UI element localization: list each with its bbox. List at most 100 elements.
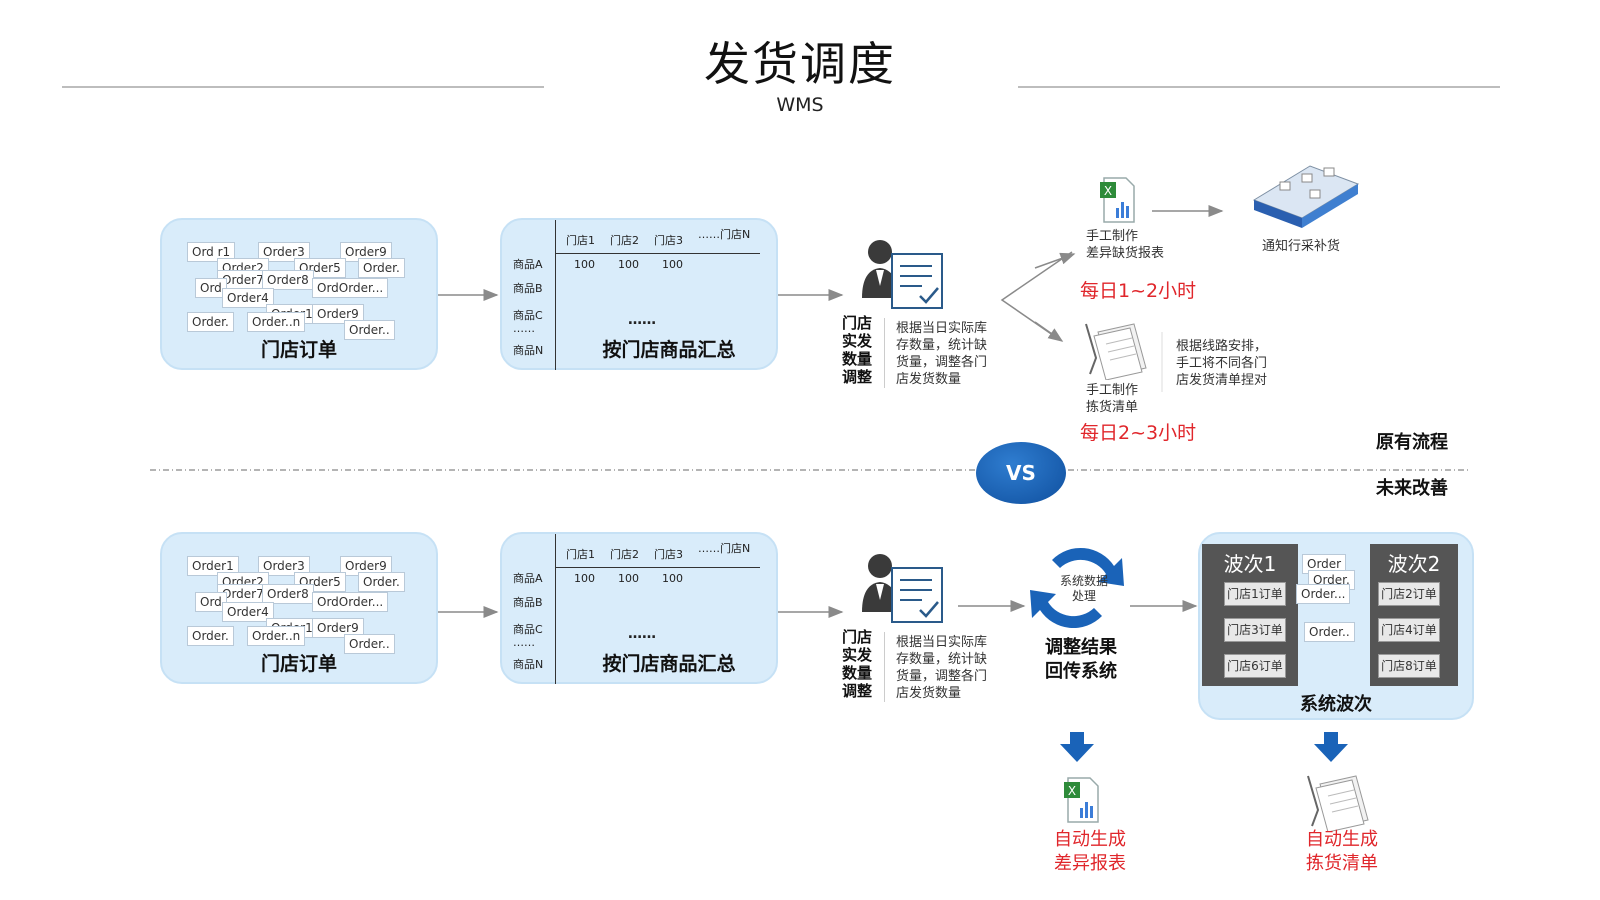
bottom-adjust-desc: 根据当日实际库存数量，统计缺 货量，调整各门店发货数量 (896, 635, 988, 701)
order-card: Order3 (258, 556, 310, 576)
wave-order-item: 门店1订单 (1224, 582, 1286, 606)
col-header: ……门店N (698, 542, 751, 555)
order-card: Order. (358, 258, 405, 278)
top-report-label: 手工制作差异缺货报表 (1086, 229, 1165, 261)
arrow-top-branch-down (1034, 321, 1064, 342)
order-card: Order. (187, 312, 234, 332)
row-header: 商品C (513, 623, 543, 636)
cell-value: 100 (618, 258, 639, 271)
top-report-time: 每日1~2小时 (1080, 280, 1197, 302)
order-card: Order.. (344, 634, 395, 654)
excel-report-icon: X (1098, 176, 1138, 224)
table-hline (555, 567, 760, 568)
auto-pick-label: 自动生成拣货清单 (1306, 829, 1378, 874)
row-header: 商品B (513, 282, 543, 295)
notify-label: 通知行采补货 (1262, 239, 1341, 254)
col-header: 门店3 (654, 548, 683, 561)
original-process-label: 原有流程 (1376, 432, 1448, 453)
order-card: Order4 (222, 288, 274, 308)
order-card: Order..n (247, 626, 306, 646)
bottom-adjust-label: 门店实发 数量调整 (842, 628, 873, 700)
top-pick-time: 每日2~3小时 (1080, 422, 1197, 444)
col-header: 门店2 (610, 548, 639, 561)
col-header: ……门店N (698, 228, 751, 241)
table-vline (555, 220, 556, 370)
cell-value: 100 (662, 258, 683, 271)
wave-order-item: 门店3订单 (1224, 618, 1286, 642)
order-card: Order1 (187, 556, 239, 576)
wave-order-item: 门店8订单 (1378, 654, 1440, 678)
top-orders-label: 门店订单 (260, 339, 337, 361)
table-dots: …… (628, 626, 656, 642)
order-card: OrdOrder... (312, 278, 389, 298)
wave-mid-order: Order.. (1304, 622, 1355, 642)
wave1-card: 波次1 门店1订单 门店3订单 门店6订单 (1202, 544, 1298, 686)
row-header: 商品B (513, 596, 543, 609)
excel-report-icon: X (1062, 776, 1102, 824)
order-card: Order. (358, 572, 405, 592)
order-card: Order4 (222, 602, 274, 622)
person-checklist-icon (858, 236, 950, 312)
order-card: Order9 (312, 618, 364, 638)
col-header: 门店2 (610, 234, 639, 247)
top-summary-panel: 门店1 门店2 门店3 ……门店N 商品A 商品B 商品C …… 商品N 100… (500, 218, 778, 370)
svg-text:X: X (1104, 184, 1112, 198)
person-checklist-icon (858, 550, 950, 626)
page-title: 发货调度 (704, 37, 896, 91)
cycle-label: 系统数据处理 (1059, 574, 1108, 603)
order-card: Ord r1 (187, 242, 236, 262)
order-card: Order.. (344, 320, 395, 340)
order-card: OrdOrder... (312, 592, 389, 612)
wave2-card: 波次2 门店2订单 门店4订单 门店8订单 (1370, 544, 1458, 686)
row-header: …… (513, 636, 535, 649)
order-card: Order..n (247, 312, 306, 332)
wave1-title: 波次1 (1223, 552, 1277, 576)
col-header: 门店1 (566, 234, 595, 247)
header-line-left (62, 86, 544, 88)
svg-text:X: X (1068, 784, 1076, 798)
cell-value: 100 (574, 258, 595, 271)
order-card: Order8 (262, 270, 314, 290)
wave-mid-order: Order... (1296, 584, 1351, 604)
warehouse-icon (1250, 160, 1362, 230)
order-card: Order. (187, 626, 234, 646)
col-header: 门店3 (654, 234, 683, 247)
future-improvement-label: 未来改善 (1376, 478, 1448, 499)
arrow-top-branch (1000, 251, 1073, 341)
order-card: Ord (195, 592, 227, 612)
order-card: Order9 (340, 242, 392, 262)
row-header: …… (513, 322, 535, 335)
wave2-title: 波次2 (1387, 552, 1441, 576)
table-dots: …… (628, 312, 656, 328)
order-card: Order3 (258, 242, 310, 262)
down-arrow-pick (1314, 732, 1348, 762)
header-line-right (1018, 86, 1500, 88)
waves-label: 系统波次 (1300, 694, 1372, 715)
arrow-top-branch-up (1034, 252, 1076, 269)
cell-value: 100 (618, 572, 639, 585)
bottom-summary-panel: 门店1 门店2 门店3 ……门店N 商品A 商品B 商品C …… 商品N 100… (500, 532, 778, 684)
table-hline (555, 253, 760, 254)
table-vline (555, 534, 556, 684)
order-card: Order9 (312, 304, 364, 324)
top-summary-label: 按门店商品汇总 (602, 339, 736, 361)
cell-value: 100 (574, 572, 595, 585)
pick-list-icon (1306, 770, 1372, 832)
col-header: 门店1 (566, 548, 595, 561)
refresh-cycle-icon (1022, 540, 1132, 636)
auto-report-label: 自动生成差异报表 (1054, 829, 1126, 874)
waves-panel: 波次1 门店1订单 门店3订单 门店6订单 Order Order. Order… (1198, 532, 1474, 720)
route-desc: 根据线路安排，手工将不同各门店发货清单捏对 (1176, 339, 1268, 388)
vs-badge: VS (976, 442, 1066, 504)
pick-list-icon (1084, 318, 1150, 380)
top-adjust-divider (884, 318, 885, 388)
bottom-orders-panel: Order1 Order3 Order9 Order2 Order5 Order… (160, 532, 438, 684)
row-header: 商品A (513, 572, 543, 585)
order-card: Order8 (262, 584, 314, 604)
page-subtitle: WMS (776, 94, 824, 116)
result-label: 调整结果回传系统 (1045, 637, 1117, 682)
bottom-summary-label: 按门店商品汇总 (602, 653, 736, 675)
down-arrow-report (1060, 732, 1094, 762)
top-adjust-label: 门店实发 数量调整 (842, 314, 873, 386)
